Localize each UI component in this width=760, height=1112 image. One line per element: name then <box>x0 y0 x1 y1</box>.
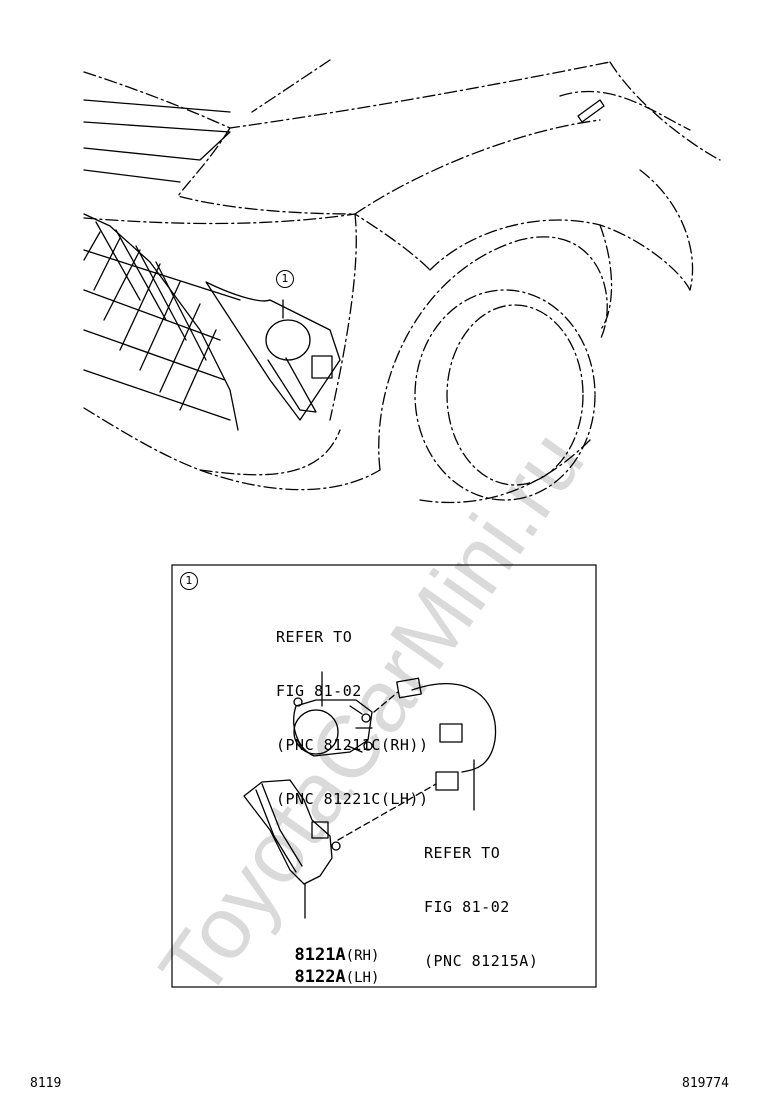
bumper-outline <box>83 90 694 491</box>
refer-wire-label: REFER TO FIG 81-02 (PNC 81215A) <box>424 808 538 988</box>
part-number-rh-code: 8121A <box>294 945 346 965</box>
refer-line-3: (PNC 81211C(RH)) <box>276 736 429 754</box>
fog-lamp-bezel <box>243 779 341 919</box>
side-marker <box>577 99 605 123</box>
fog-lamp-assembly <box>293 671 373 757</box>
refer-fog-lamp-label: REFER TO FIG 81-02 (PNC 81211C(RH)) (PNC… <box>276 592 429 826</box>
callout-marker-inset: 1 <box>180 572 198 590</box>
part-number-lh-code: 8122A <box>294 967 346 987</box>
fog-lamp-on-car <box>205 281 341 421</box>
connector-leaders <box>337 691 437 841</box>
part-number-rh-side: (RH) <box>345 948 380 964</box>
refer-wire-line-1: REFER TO <box>424 844 501 862</box>
lower-grille-mesh <box>83 213 241 431</box>
refer-wire-line-3: (PNC 81215A) <box>424 952 539 970</box>
wire-harness <box>396 677 497 811</box>
figure-code-right: 819774 <box>682 1076 729 1091</box>
refer-line-2: FIG 81-02 <box>276 682 362 700</box>
upper-grille <box>83 99 231 183</box>
callout-marker-car: 1 <box>276 270 294 288</box>
part-number-rh: 8121A(RH) <box>274 924 379 967</box>
part-number-lh-side: (LH) <box>345 970 380 986</box>
wheel <box>378 236 608 504</box>
refer-line-4: (PNC 81221C(LH)) <box>276 790 429 808</box>
detail-inset-frame <box>171 564 597 988</box>
refer-line-1: REFER TO <box>276 628 353 646</box>
part-number-lh: 8122A(LH) <box>274 946 379 989</box>
figure-code-left: 8119 <box>30 1076 62 1091</box>
hood-outline <box>83 59 721 215</box>
refer-wire-line-2: FIG 81-02 <box>424 898 510 916</box>
